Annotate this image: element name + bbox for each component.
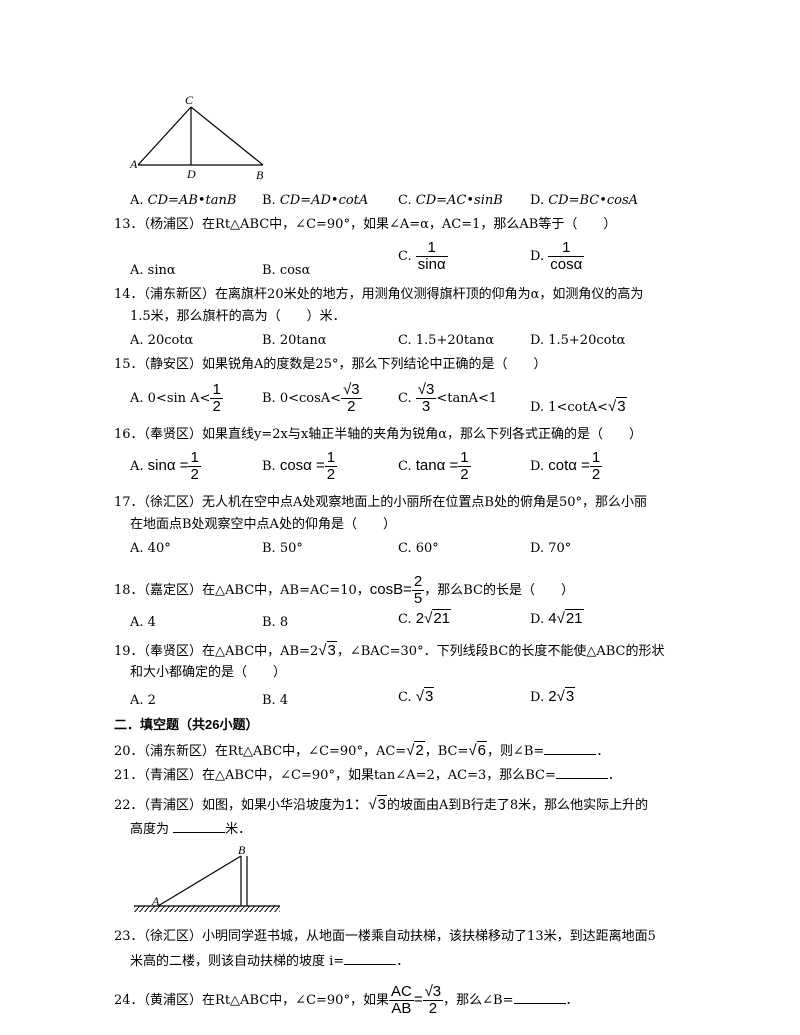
q19-option-c: C. √3 — [398, 687, 435, 705]
q17-stem-line1: 17．（徐汇区）无人机在空中点A处观察地面上的小丽所在位置点B处的俯角是50°，… — [114, 495, 648, 510]
q12-option-d: D. CD=BC•cosA — [530, 193, 639, 208]
q19-stem-line2: 和大小都确定的是（ ） — [130, 665, 287, 680]
q15-stem: 15．（静安区）如果锐角A的度数是25°，那么下列结论中正确的是（ ） — [114, 357, 547, 372]
label-a: A — [129, 157, 138, 171]
q17-option-a: A. 40° — [130, 541, 171, 556]
slope-figure: A B — [134, 843, 280, 912]
sqrt: √3 — [368, 795, 387, 813]
q13-stem: 13．（杨浦区）在Rt△ABC中，∠C=90°，如果∠A=α，AC=1，那么AB… — [114, 217, 617, 232]
q12-option-c: C. CD=AC•sinB — [398, 193, 503, 208]
triangle-figure: C A D B — [129, 93, 264, 182]
q17-option-d: D. 70° — [530, 541, 572, 556]
q16-stem: 16．（奉贤区）如果直线y=2x与x轴正半轴的夹角为锐角α，那么下列各式正确的是… — [114, 427, 642, 442]
q14-option-d: D. 1.5+20cotα — [530, 333, 626, 348]
q18-option-c: C. 2√21 — [398, 609, 452, 627]
q14-option-b: B. 20tanα — [262, 333, 327, 348]
q13-option-a: A. sinα — [130, 263, 176, 278]
q12-option-a: A. CD=AB•tanB — [130, 193, 237, 208]
q23-stem-line1: 23．（徐汇区）小明同学逛书城，从地面一楼乘自动扶梯，该扶梯移动了13米，到达距… — [114, 929, 656, 944]
sqrt: √6 — [468, 741, 487, 759]
label-b: B — [256, 168, 264, 182]
sqrt: 2√21 — [415, 609, 452, 627]
q18-option-b: B. 8 — [262, 615, 289, 630]
sqrt: √2 — [406, 741, 425, 759]
answer-blank[interactable] — [344, 952, 397, 965]
q23-stem-line2: 米高的二楼，则该自动扶梯的坡度 i=． — [130, 952, 410, 969]
sqrt: √3 — [415, 687, 435, 705]
sqrt: √3 — [608, 397, 627, 415]
answer-blank[interactable] — [173, 820, 226, 833]
q14-option-a: A. 20cotα — [130, 333, 194, 348]
q20-stem: 20．（浦东新区）在Rt△ABC中，∠C=90°，AC=√2，BC=√6，则∠B… — [114, 741, 610, 759]
label-d: D — [186, 167, 196, 181]
label-a: A — [151, 894, 160, 908]
q15-option-d: D. 1<cotA<√3 — [530, 397, 627, 415]
q14-stem-line2: 1.5米，那么旗杆的高为（ ）米． — [130, 309, 346, 324]
q18-option-d: D. 4√21 — [530, 609, 584, 627]
answer-blank[interactable] — [513, 991, 566, 1004]
label-c: C — [185, 93, 194, 107]
answer-blank[interactable] — [555, 766, 608, 779]
q12-option-b: B. CD=AD•cotA — [262, 193, 369, 208]
q14-stem-line1: 14．（浦东新区）在离旗杆20米处的地方，用测角仪测得旗杆顶的仰角为α，如测角仪… — [114, 287, 644, 302]
q18-option-a: A. 4 — [130, 615, 156, 630]
section-heading: 二．填空题（共26小题） — [114, 717, 259, 732]
sqrt: 4√21 — [548, 609, 584, 627]
q17-stem-line2: 在地面点B处观察空中点A处的仰角是（ ） — [130, 517, 396, 532]
q22-stem-line2: 高度为 米． — [130, 820, 252, 837]
q21-stem: 21．（青浦区）在△ABC中，∠C=90°，如果tan∠A=2，AC=3，那么B… — [114, 766, 621, 783]
q13-option-b: B. cosα — [262, 263, 311, 278]
answer-blank[interactable] — [544, 742, 597, 755]
q19-stem-line1: 19．（奉贤区）在△ABC中，AB=2√3，∠BAC=30°．下列线段BC的长度… — [114, 641, 665, 659]
sqrt: √3 — [318, 641, 337, 659]
sqrt: 2√3 — [548, 687, 576, 705]
q19-option-b: B. 4 — [262, 693, 289, 708]
q22-stem-line1: 22．（青浦区）如图，如果小华沿坡度为1：√3的坡面由A到B行走了8米，那么他实… — [114, 795, 649, 813]
label-b: B — [238, 843, 246, 857]
q17-option-c: C. 60° — [398, 541, 439, 556]
q17-option-b: B. 50° — [262, 541, 303, 556]
q19-option-d: D. 2√3 — [530, 687, 576, 705]
q14-option-c: C. 1.5+20tanα — [398, 333, 495, 348]
q19-option-a: A. 2 — [130, 693, 156, 708]
